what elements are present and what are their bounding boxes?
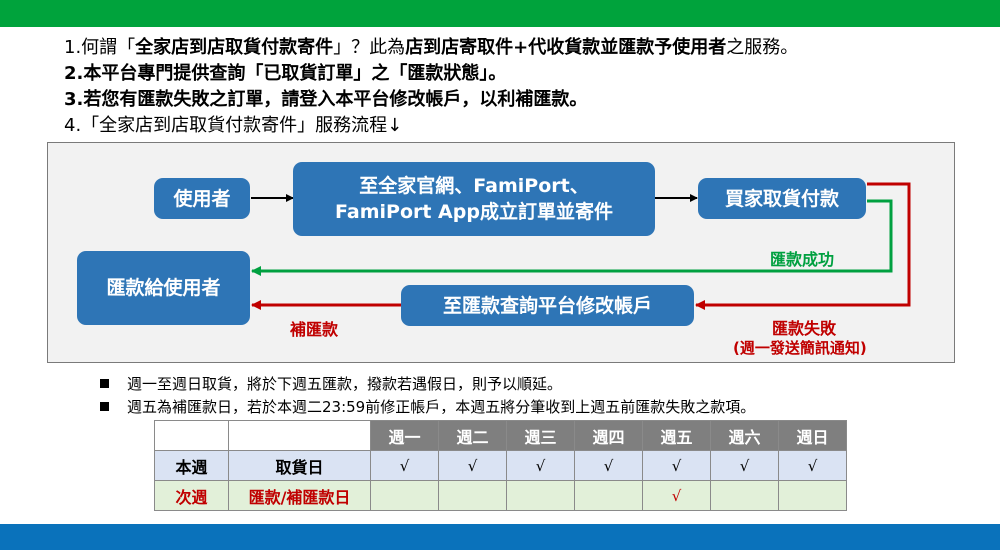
label-supplement-remit: 補匯款	[290, 320, 339, 339]
table-corner-cell	[228, 420, 371, 451]
bottom-accent-bar	[0, 524, 1000, 550]
day-header: 週六	[710, 420, 779, 451]
label-remit-fail-note: (週一發送簡訊通知)	[733, 339, 867, 357]
check-mark: √	[438, 450, 507, 481]
row-item-label: 取貨日	[228, 450, 371, 481]
intro-line-2: 2.本平台專門提供查詢「已取貨訂單」之「匯款狀態」。	[64, 63, 507, 84]
check-cell	[438, 480, 507, 511]
check-mark: √	[642, 480, 711, 511]
intro-text: 之服務。	[726, 37, 799, 58]
note-text: 週一至週日取貨，將於下週五匯款，撥款若遇假日，則予以順延。	[127, 375, 563, 393]
intro-line-1: 1.何謂「全家店到店取貨付款寄件」？此為店到店寄取件+代收貨款並匯款予使用者之服…	[64, 36, 798, 60]
node-create-order: 至全家官網、FamiPort、 FamiPort App成立訂單並寄件	[293, 162, 655, 236]
node-remit-to-user: 匯款給使用者	[77, 251, 250, 325]
intro-line-4: 4.「全家店到店取貨付款寄件」服務流程↓	[64, 115, 403, 136]
day-header: 週五	[642, 420, 711, 451]
remittance-schedule-table: 週一 週二 週三 週四 週五 週六 週日 本週 取貨日 √ √ √ √ √ √ …	[154, 420, 847, 511]
row-item-label: 匯款/補匯款日	[228, 480, 371, 511]
bullet-square-icon	[100, 402, 109, 411]
node-modify-account: 至匯款查詢平台修改帳戶	[401, 285, 694, 326]
intro-text-bold: 全家店到店取貨付款寄件	[135, 37, 334, 58]
label-remit-fail: 匯款失敗	[772, 319, 837, 338]
intro-text: 」？此為	[333, 37, 406, 58]
table-row-next-week: 次週 匯款/補匯款日 √	[154, 480, 847, 511]
intro-text: 1.何謂「	[64, 37, 136, 58]
label-remit-success: 匯款成功	[770, 250, 835, 269]
table-corner-cell	[154, 420, 229, 451]
note-supplement-schedule: 週五為補匯款日，若於本週二23:59前修正帳戶，本週五將分筆收到上週五前匯款失敗…	[100, 397, 755, 417]
node-user: 使用者	[154, 178, 250, 219]
check-mark: √	[506, 450, 575, 481]
check-mark: √	[642, 450, 711, 481]
note-pickup-schedule: 週一至週日取貨，將於下週五匯款，撥款若遇假日，則予以順延。	[100, 374, 562, 394]
check-mark: √	[574, 450, 643, 481]
check-cell	[574, 480, 643, 511]
day-header: 週三	[506, 420, 575, 451]
node-create-order-line2: FamiPort App成立訂單並寄件	[335, 201, 613, 223]
node-buyer-pickup: 買家取貨付款	[698, 178, 866, 219]
day-header: 週一	[370, 420, 439, 451]
check-cell	[710, 480, 779, 511]
day-header: 週日	[778, 420, 847, 451]
day-header: 週二	[438, 420, 507, 451]
row-week-label: 次週	[154, 480, 229, 511]
check-cell	[506, 480, 575, 511]
row-week-label: 本週	[154, 450, 229, 481]
day-header: 週四	[574, 420, 643, 451]
note-text: 週五為補匯款日，若於本週二23:59前修正帳戶，本週五將分筆收到上週五前匯款失敗…	[127, 398, 756, 416]
intro-text-bold: 店到店寄取件+代收貨款並匯款予使用者	[405, 37, 727, 58]
bullet-square-icon	[100, 379, 109, 388]
top-accent-bar	[0, 0, 1000, 27]
intro-line-3: 3.若您有匯款失敗之訂單，請登入本平台修改帳戶，以利補匯款。	[64, 89, 588, 110]
check-mark: √	[370, 450, 439, 481]
check-mark: √	[710, 450, 779, 481]
table-header-row: 週一 週二 週三 週四 週五 週六 週日	[154, 420, 847, 451]
node-create-order-line1: 至全家官網、FamiPort、	[359, 175, 589, 197]
check-cell	[778, 480, 847, 511]
check-mark: √	[778, 450, 847, 481]
table-row-this-week: 本週 取貨日 √ √ √ √ √ √ √	[154, 450, 847, 481]
check-cell	[370, 480, 439, 511]
